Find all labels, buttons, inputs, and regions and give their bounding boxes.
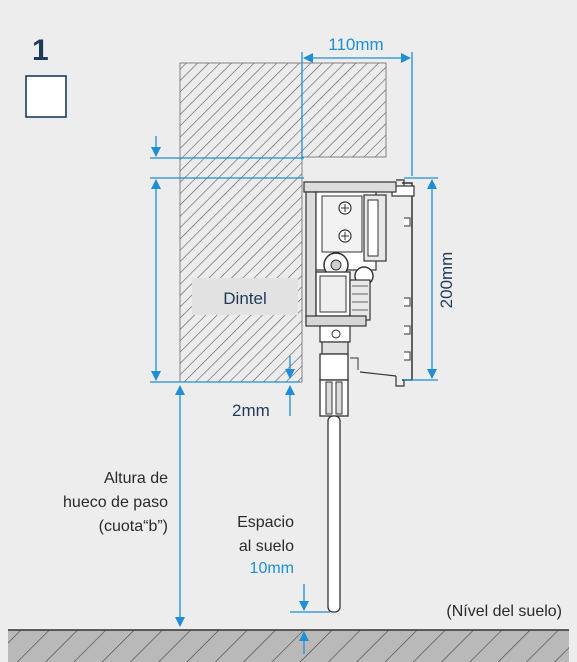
floor-level-label: (Nível del suelo) <box>446 603 562 620</box>
floor-slab <box>8 630 569 662</box>
width-dimension-label: 110mm <box>328 35 383 54</box>
ceiling-block <box>301 62 387 158</box>
lintel-block <box>179 62 303 383</box>
opening-height-line-2: hueco de paso <box>63 494 168 511</box>
dimension-lines <box>150 52 438 654</box>
door-track-assembly <box>303 179 415 613</box>
height-dimension-label: 200mm <box>437 252 456 309</box>
opening-height-line-1: Altura de <box>104 470 168 487</box>
opening-height-line-3: (cuota“b”) <box>99 518 168 535</box>
floor-gap-line-1: Espacio <box>237 514 294 531</box>
step-number: 1 <box>32 34 49 67</box>
floor-gap-line-3: 10mm <box>250 560 294 577</box>
lintel-label: Dintel <box>223 289 266 308</box>
step-checkbox[interactable] <box>25 75 67 118</box>
floor-gap-line-2: al suelo <box>239 538 294 555</box>
lintel-label-box <box>192 278 298 315</box>
gap-dimension-label: 2mm <box>232 401 270 420</box>
